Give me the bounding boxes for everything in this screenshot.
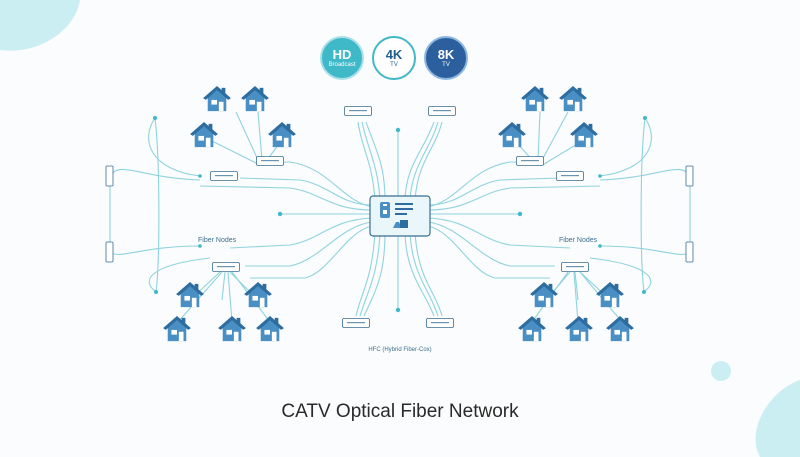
- hfc-label: HFC (Hybrid Fiber-Cox): [368, 347, 432, 353]
- side-connectors: [105, 165, 694, 263]
- house-icon: [530, 282, 558, 308]
- corner-blob-bottom-right: [755, 380, 800, 457]
- 8k-badge-sub: TV: [442, 62, 450, 68]
- 4k-tv-badge: 4K TV: [372, 36, 416, 80]
- headend-hub: [369, 195, 431, 237]
- 8k-badge-label: 8K: [437, 47, 455, 62]
- house-icon: [163, 316, 191, 342]
- amplifier-unit: [556, 171, 584, 181]
- fiber-node-box: [428, 106, 456, 116]
- fiber-node-box: [426, 318, 454, 328]
- house-icon: [518, 316, 546, 342]
- 4k-badge-label: 4K: [385, 47, 403, 62]
- house-icon: [559, 86, 587, 112]
- hd-badge-sub: Broadcast: [328, 62, 356, 68]
- hd-broadcast-badge: HD Broadcast: [320, 36, 364, 80]
- fiber-node-box: [344, 106, 372, 116]
- fiber-node-box: [561, 262, 589, 272]
- 8k-tv-badge: 8K TV: [424, 36, 468, 80]
- house-icon: [596, 282, 624, 308]
- fiber-node-box: [516, 156, 544, 166]
- house-icon: [570, 122, 598, 148]
- house-icon: [565, 316, 593, 342]
- headend-panel-icon: [380, 202, 413, 228]
- fiber-nodes-label-left: Fiber Nodes: [198, 237, 237, 244]
- house-icon: [190, 122, 218, 148]
- house-icon: [218, 316, 246, 342]
- corner-blob-top-left: [0, 0, 80, 51]
- house-icon: [256, 316, 284, 342]
- diagram-caption: CATV Optical Fiber Network: [281, 401, 519, 422]
- amplifier-unit: [210, 171, 238, 181]
- house-icon: [203, 86, 231, 112]
- house-icon: [176, 282, 204, 308]
- house-icon: [521, 86, 549, 112]
- house-icon: [498, 122, 526, 148]
- fiber-node-box: [342, 318, 370, 328]
- house-icon: [244, 282, 272, 308]
- house-icon: [606, 316, 634, 342]
- 4k-badge-sub: TV: [390, 62, 398, 68]
- house-icon: [268, 122, 296, 148]
- decor-dot: [711, 361, 731, 381]
- fiber-nodes-label-right: Fiber Nodes: [559, 237, 598, 244]
- junction-dots: [153, 116, 647, 313]
- fiber-node-box: [212, 262, 240, 272]
- hd-badge-label: HD: [332, 47, 352, 62]
- house-icon: [241, 86, 269, 112]
- fiber-node-box: [256, 156, 284, 166]
